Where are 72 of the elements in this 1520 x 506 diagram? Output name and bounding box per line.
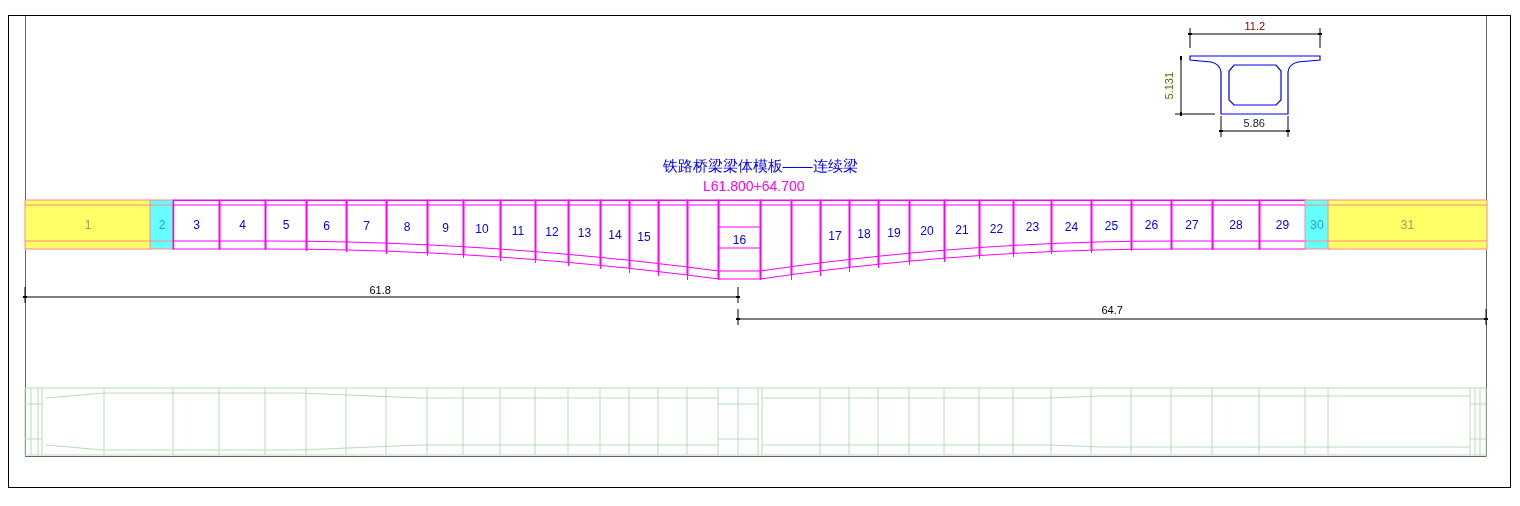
beam-segment [1328,200,1487,250]
segment-number: 22 [989,222,1004,236]
beam-segment [849,200,879,268]
beam-segment [1131,200,1172,250]
beam-segment [1051,200,1092,253]
segment-number: 26 [1144,219,1159,232]
segment-number: 24 [1064,220,1079,234]
segment-number: 23 [1025,221,1040,234]
beam-segment-blank [760,200,792,280]
segment-number: 20 [920,225,934,238]
segment-number: 28 [1229,219,1243,232]
beam-segment [1212,200,1260,250]
beam-segment [568,200,601,266]
segment-number: 18 [857,228,871,241]
beam-segment-blank [791,200,821,276]
beam-segment-blank [687,200,719,280]
drawing-title: 铁路桥梁梁体模板——连续梁 [662,157,858,176]
segment-number: 11 [511,224,525,238]
segment-number: 29 [1275,219,1290,232]
beam-segment [306,200,347,251]
beam-segment [535,200,569,263]
segment-number: 15 [637,230,651,244]
segment-number: 16 [732,234,747,247]
beam-segment [820,200,850,272]
segment-number: 9 [442,222,449,235]
beam-segment [150,200,174,250]
beam-segment [346,200,387,252]
beam-segment [909,200,945,262]
beam-segment [979,200,1014,257]
beam-segment [878,200,910,265]
beam-segment [463,200,501,258]
segment-number: 10 [475,223,489,236]
dimension-text: 5.131 [1163,72,1175,100]
beam-segment [944,200,980,259]
beam-segment [173,200,220,250]
beam-segment [25,200,151,250]
beam-segment [600,200,630,269]
dimension-text: 5.86 [1243,117,1265,129]
segment-number: 7 [363,220,370,233]
beam-segment [500,200,536,261]
segment-number: 2 [158,219,166,232]
beam-segment [427,200,464,256]
beam-segment [1013,200,1052,254]
beam-segment-blank [658,200,688,276]
drawing-subtitle: L61.800+64.700 [703,178,805,194]
beam-segment [718,200,761,280]
segment-number: 5 [282,219,290,232]
segment-number: 3 [193,219,200,232]
segment-number: 19 [887,226,901,240]
beam-segment [386,200,428,254]
beam-segment [629,200,659,273]
dimension-text: 64.7 [1101,304,1123,316]
dimension-text: 11.2 [1244,20,1266,32]
beam-segment [265,200,307,250]
segment-number: 6 [323,219,330,233]
segment-number: 13 [577,227,592,240]
dimension-text: 61.8 [369,284,391,296]
beam-segment [219,200,266,250]
segment-number: 21 [955,223,969,237]
segment-number: 8 [403,221,411,234]
segment-number: 12 [545,225,559,239]
segment-number: 4 [239,219,246,232]
beam-segment [1171,200,1213,250]
segment-number: 25 [1104,219,1119,233]
segment-number: 27 [1185,219,1199,232]
beam-segment [1305,200,1329,250]
segment-number: 14 [608,228,622,242]
segment-number: 1 [84,219,92,232]
segment-number: 30 [1310,219,1324,232]
segment-number: 17 [828,230,842,243]
beam-segment [1091,200,1132,251]
segment-number: 31 [1400,219,1415,232]
